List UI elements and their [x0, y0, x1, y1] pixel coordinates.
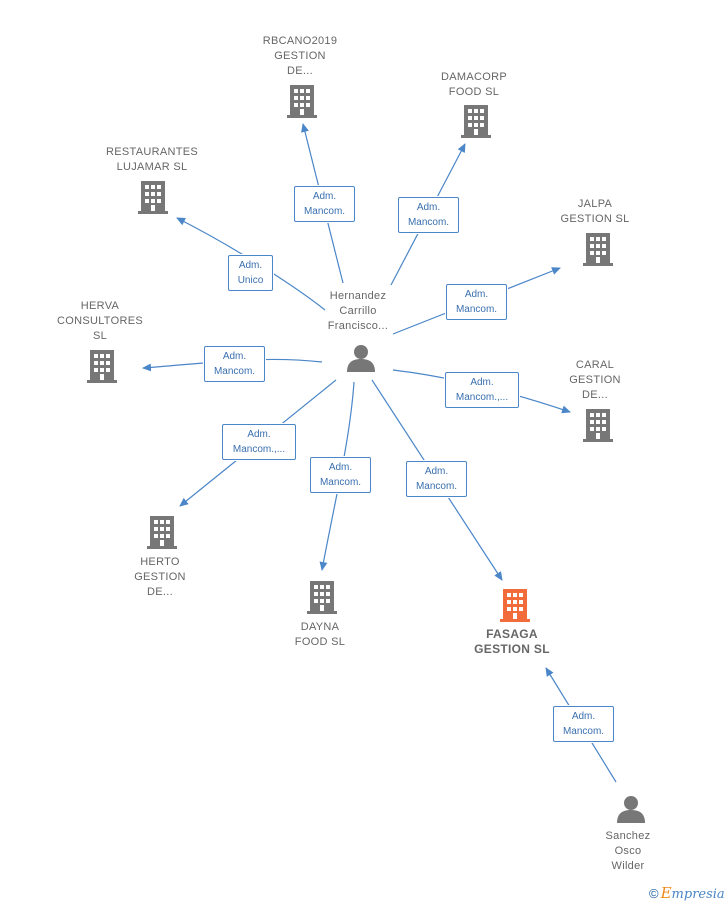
edge-label-jalpa[interactable]: Adm. Mancom.	[446, 284, 507, 320]
node-label-fasaga[interactable]: FASAGA GESTION SL	[474, 627, 550, 656]
edge-label-damacorp[interactable]: Adm. Mancom.	[398, 197, 459, 233]
edge-label-herto[interactable]: Adm. Mancom.,...	[222, 424, 296, 460]
node-label-hernandez[interactable]: Hernandez Carrillo Francisco...	[327, 290, 389, 332]
node-label-caral[interactable]: CARAL GESTION DE...	[569, 359, 621, 401]
edge-label-herva[interactable]: Adm. Mancom.	[204, 346, 265, 382]
building-icon-damacorp	[461, 105, 491, 138]
building-icon-fasaga	[500, 589, 530, 622]
building-icon-rbcano	[287, 85, 317, 118]
edge-label-sanchez[interactable]: Adm. Mancom.	[553, 706, 614, 742]
node-label-herva[interactable]: HERVA CONSULTORES SL	[56, 300, 144, 342]
building-icon-caral	[583, 409, 613, 442]
node-label-jalpa[interactable]: JALPA GESTION SL	[560, 198, 630, 225]
building-icon-restaurantes	[138, 181, 168, 214]
copyright-icon: ©	[649, 886, 659, 901]
person-icon-hernandez	[347, 345, 375, 372]
node-label-dayna[interactable]: DAYNA FOOD SL	[294, 621, 346, 648]
node-label-rbcano[interactable]: RBCANO2019 GESTION DE...	[262, 35, 338, 77]
edge-label-fasaga[interactable]: Adm. Mancom.	[406, 461, 467, 497]
brand-e: E	[660, 884, 672, 902]
edge-label-rbcano[interactable]: Adm. Mancom.	[294, 186, 355, 222]
edge-label-restaurantes[interactable]: Adm. Unico	[228, 255, 273, 291]
node-label-restaurantes[interactable]: RESTAURANTES LUJAMAR SL	[105, 146, 199, 173]
node-label-herto[interactable]: HERTO GESTION DE...	[134, 556, 186, 598]
node-label-damacorp[interactable]: DAMACORP FOOD SL	[441, 71, 507, 98]
building-icon-herva	[87, 350, 117, 383]
building-icon-jalpa	[583, 233, 613, 266]
edge-label-caral[interactable]: Adm. Mancom.,...	[445, 372, 519, 408]
building-icon-herto	[147, 516, 177, 549]
edge-label-dayna[interactable]: Adm. Mancom.	[310, 457, 371, 493]
brand-name: mpresia	[671, 887, 725, 902]
building-icon-dayna	[307, 581, 337, 614]
person-icon-sanchez	[617, 796, 645, 823]
empresia-logo[interactable]: ©Empresia	[649, 884, 725, 902]
node-label-sanchez[interactable]: Sanchez Osco Wilder	[605, 830, 651, 872]
